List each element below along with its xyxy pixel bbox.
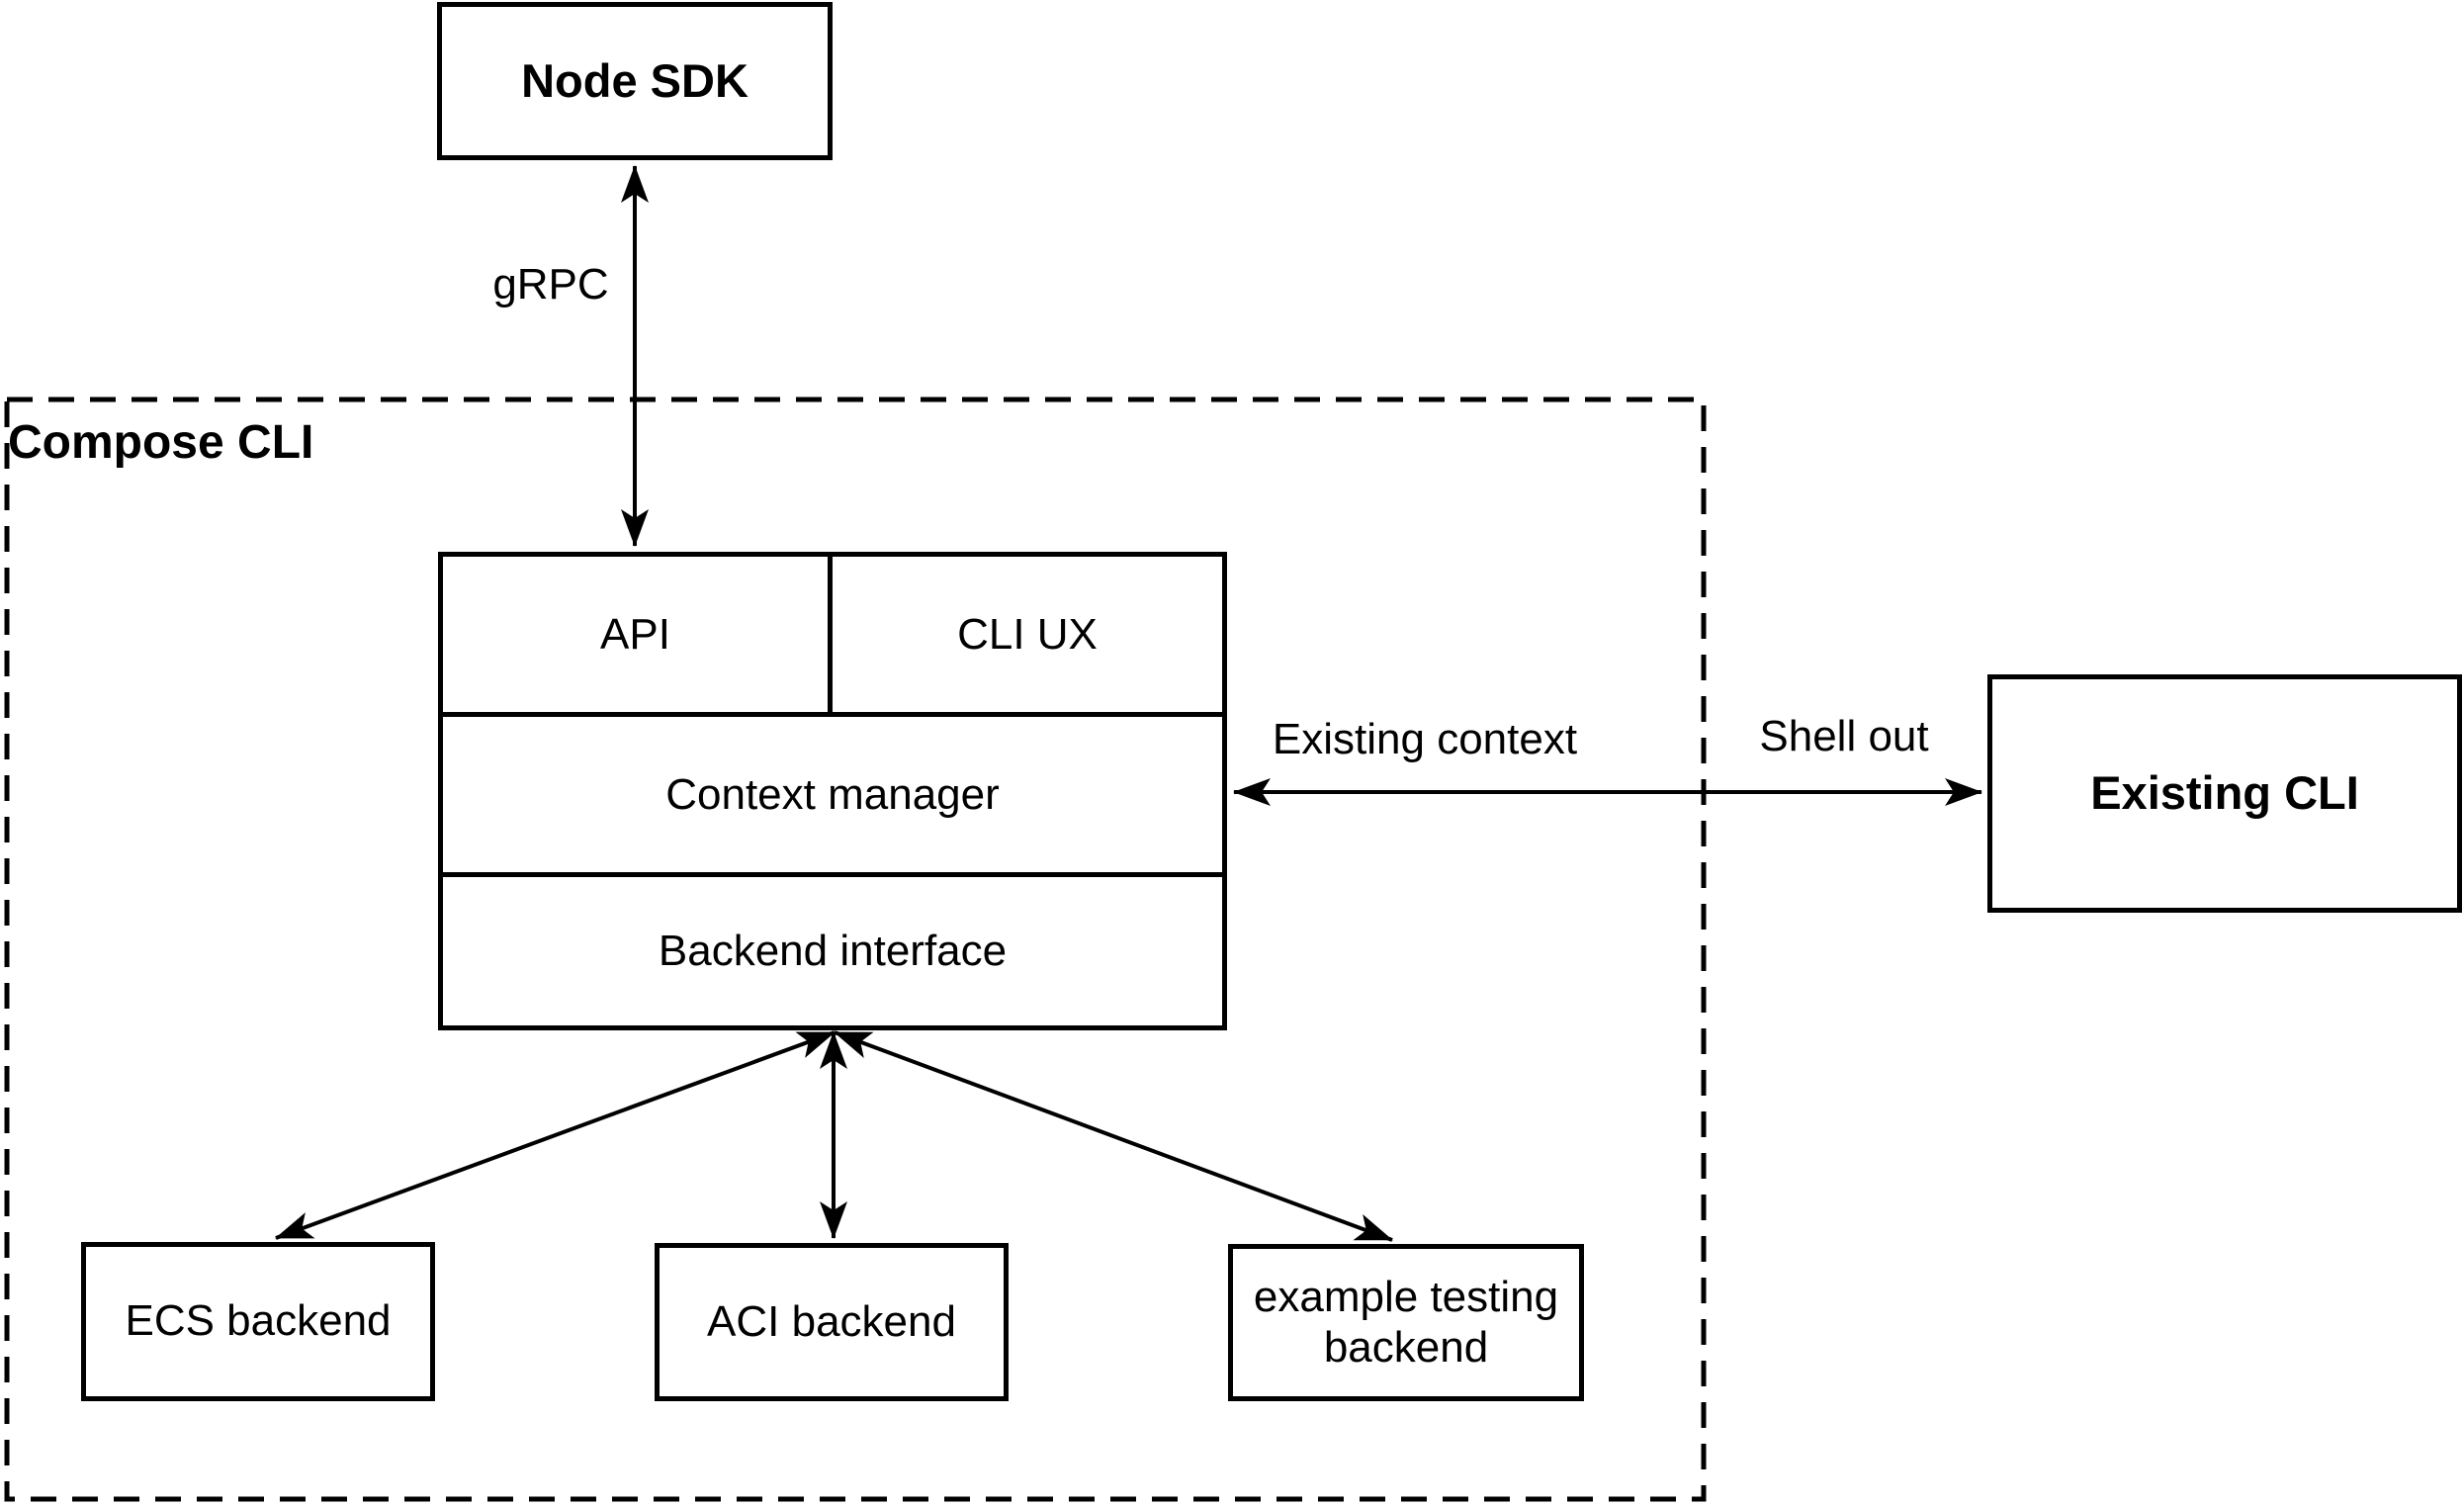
ecs-backend-label: ECS backend xyxy=(125,1296,392,1346)
ecs-backend-box: ECS backend xyxy=(81,1242,435,1401)
example-testing-backend-label: example testing backend xyxy=(1253,1272,1559,1372)
existing-context-label: Existing context xyxy=(1268,715,1582,764)
compose-cli-label: Compose CLI xyxy=(8,416,314,469)
context-manager-label: Context manager xyxy=(665,769,1000,819)
grpc-label: gRPC xyxy=(488,260,613,310)
cli-ux-label: CLI UX xyxy=(957,609,1098,659)
stack-top-row: API CLI UX xyxy=(443,557,1222,712)
cli-ux-cell: CLI UX xyxy=(833,557,1222,712)
api-label: API xyxy=(600,609,670,659)
example-testing-backend-box: example testing backend xyxy=(1228,1244,1584,1401)
existing-cli-box: Existing CLI xyxy=(1987,674,2462,913)
aci-backend-box: ACI backend xyxy=(655,1243,1009,1401)
existing-cli-label: Existing CLI xyxy=(2090,766,2359,820)
shell-out-label: Shell out xyxy=(1755,712,1933,761)
node-sdk-box: Node SDK xyxy=(437,2,833,160)
backend-interface-row: Backend interface xyxy=(443,872,1222,1025)
backend-arrow-ecs xyxy=(275,1030,836,1240)
compose-cli-container xyxy=(4,397,1707,1502)
context-manager-row: Context manager xyxy=(443,712,1222,872)
backend-interface-label: Backend interface xyxy=(658,927,1008,975)
aci-backend-label: ACI backend xyxy=(707,1296,956,1346)
node-sdk-label: Node SDK xyxy=(521,53,748,107)
api-cell: API xyxy=(443,557,833,712)
compose-cli-stack: API CLI UX Context manager Backend inter… xyxy=(438,552,1227,1030)
backend-arrow-example xyxy=(834,1030,1393,1242)
